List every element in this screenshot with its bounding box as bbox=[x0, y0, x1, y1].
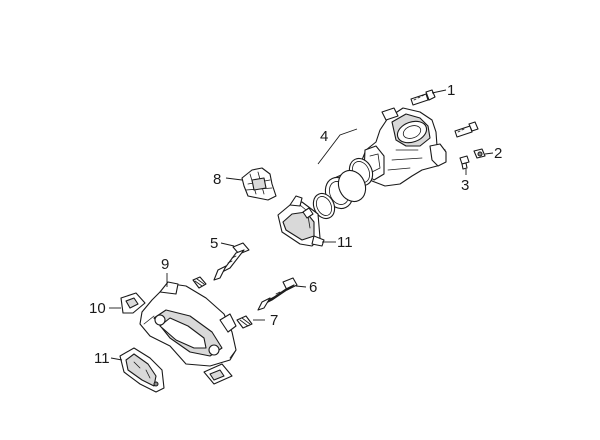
leader-2 bbox=[484, 152, 494, 155]
part-dust-boot bbox=[312, 192, 336, 220]
callout-11-lower: 11 bbox=[94, 350, 110, 367]
leader-6 bbox=[295, 285, 307, 288]
leader-4 bbox=[317, 128, 358, 165]
leader-1 bbox=[431, 89, 447, 94]
part-9-caliper-bracket bbox=[139, 281, 237, 367]
part-6-guide-pin bbox=[257, 277, 298, 311]
callout-9: 9 bbox=[161, 256, 169, 273]
part-8-anti-rattle-spring bbox=[241, 167, 277, 201]
callout-7: 7 bbox=[270, 312, 278, 329]
callout-1: 1 bbox=[447, 82, 455, 99]
callout-4: 4 bbox=[320, 128, 328, 145]
leader-5 bbox=[220, 242, 235, 247]
callout-6: 6 bbox=[309, 279, 317, 296]
part-pad-clip-lower bbox=[203, 363, 233, 385]
callout-10: 10 bbox=[89, 300, 106, 317]
leader-8 bbox=[225, 177, 243, 181]
part-caliper-guide-bolt bbox=[454, 121, 479, 138]
part-5-guide-pin bbox=[213, 242, 250, 281]
callout-11-upper: 11 bbox=[337, 234, 353, 251]
callout-5: 5 bbox=[210, 235, 218, 252]
part-bushing-upper bbox=[192, 276, 207, 289]
part-11-brake-pad-upper bbox=[277, 195, 325, 247]
part-10-pad-clip bbox=[120, 292, 146, 314]
part-2-bleeder-cap bbox=[473, 148, 486, 159]
leader-11b bbox=[110, 357, 123, 361]
callout-3: 3 bbox=[461, 177, 469, 194]
part-7-bushing bbox=[236, 315, 253, 329]
part-1-bolt bbox=[410, 89, 436, 106]
part-4-caliper-body bbox=[361, 107, 447, 187]
part-3-bleeder-valve bbox=[459, 155, 470, 170]
callout-2: 2 bbox=[494, 145, 502, 162]
callout-8: 8 bbox=[213, 171, 221, 188]
part-11-brake-pad-lower bbox=[119, 347, 165, 393]
